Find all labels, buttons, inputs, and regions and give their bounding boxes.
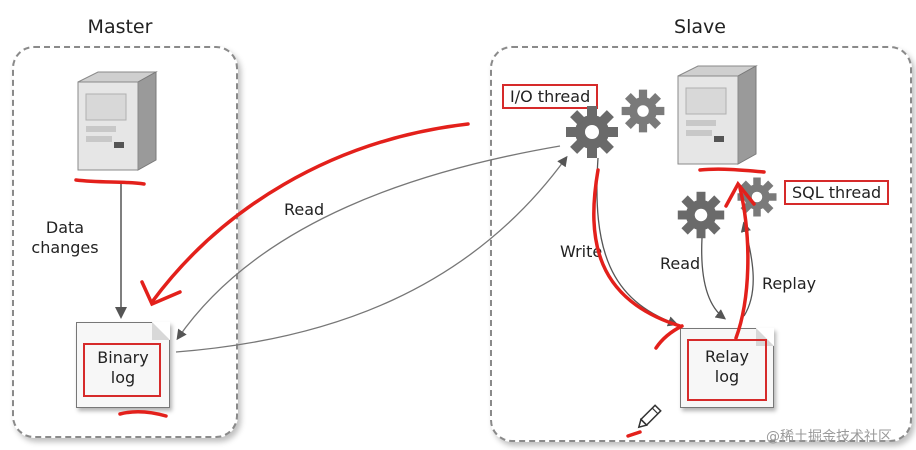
- server-icon: [677, 65, 758, 165]
- relay-log-doc: Relay log: [680, 328, 774, 408]
- master-title: Master: [87, 16, 153, 38]
- relay-log-annotation-box: [687, 339, 767, 401]
- sql-thread-label: SQL thread: [784, 180, 890, 205]
- read-arrow-label: Read: [284, 200, 325, 219]
- slave-title: Slave: [674, 16, 726, 38]
- pencil-icon: [637, 404, 662, 429]
- binary-log-label: Binary log: [97, 348, 149, 387]
- sql-read-arrow: [701, 237, 727, 320]
- io-thread-label: I/O thread: [502, 84, 599, 109]
- relay-log-label: Relay log: [705, 347, 749, 386]
- red-annotations: [74, 122, 766, 438]
- write-label: Write: [560, 242, 603, 261]
- gear-icon: [677, 191, 725, 239]
- binary-log-annotation-box: [83, 343, 161, 397]
- write-arrow: [596, 157, 679, 327]
- binary-log-doc: Binary log: [76, 322, 170, 408]
- sql-read-label: Read: [660, 254, 701, 273]
- watermark: @稀土掘金技术社区: [766, 429, 892, 445]
- replay-label: Replay: [762, 274, 817, 293]
- binlog-to-io-arrow: [175, 155, 568, 353]
- server-icon: [77, 71, 158, 171]
- gear-icon: [737, 177, 777, 217]
- read-arrow: [176, 145, 561, 341]
- data-changes-label: Data changes: [31, 218, 99, 257]
- gear-icon: [621, 89, 665, 133]
- gear-icon: [566, 106, 618, 158]
